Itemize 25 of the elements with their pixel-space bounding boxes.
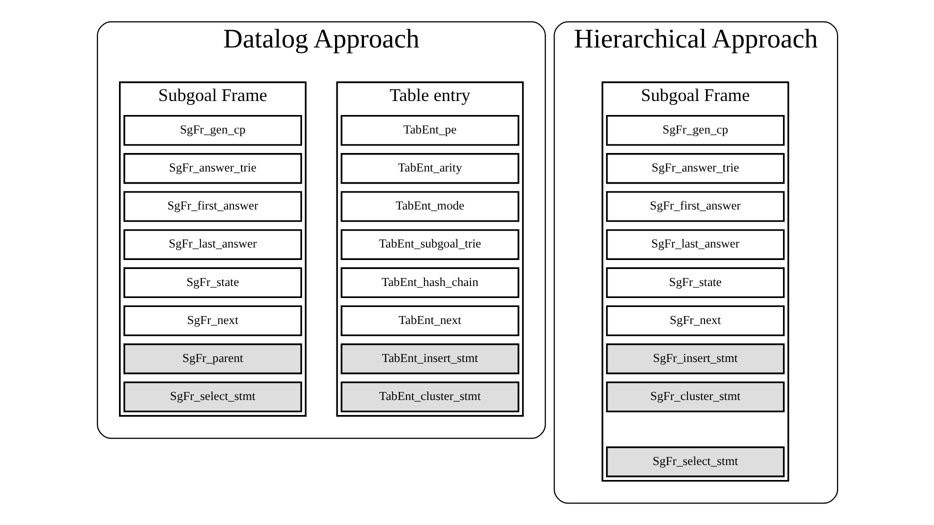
node-box: TabEnt_mode	[340, 191, 519, 222]
node-box: SgFr_select_stmt	[606, 446, 784, 478]
node-box: SgFr_gen_cp	[122, 114, 302, 146]
node-box: SgFr_gen_cp	[606, 114, 784, 146]
node-box: TabEnt_hash_chain	[340, 267, 519, 298]
node-box: SgFr_next	[606, 305, 784, 336]
node-box: TabEnt_next	[340, 305, 519, 336]
node-box: SgFr_answer_trie	[122, 153, 302, 184]
node-box: TabEnt_insert_stmt	[340, 343, 519, 374]
node-box: SgFr_parent	[122, 343, 302, 374]
node-box: TabEnt_subgoal_trie	[340, 229, 519, 260]
node-box: TabEnt_cluster_stmt	[340, 381, 519, 412]
node-box: SgFr_insert_stmt	[606, 343, 784, 374]
node-box: SgFr_select_stmt	[122, 381, 302, 412]
node-box: SgFr_first_answer	[606, 191, 784, 222]
node-box: SgFr_last_answer	[606, 229, 784, 260]
node-box: SgFr_last_answer	[122, 229, 302, 260]
node-box: SgFr_state	[122, 267, 302, 298]
node-box: TabEnt_pe	[340, 114, 519, 146]
node-box: TabEnt_arity	[340, 153, 519, 184]
node-box: SgFr_first_answer	[122, 191, 302, 222]
node-box: SgFr_state	[606, 267, 784, 298]
node-box: SgFr_answer_trie	[606, 153, 784, 184]
node-box: SgFr_cluster_stmt	[606, 381, 784, 412]
node-box: SgFr_next	[122, 305, 302, 336]
